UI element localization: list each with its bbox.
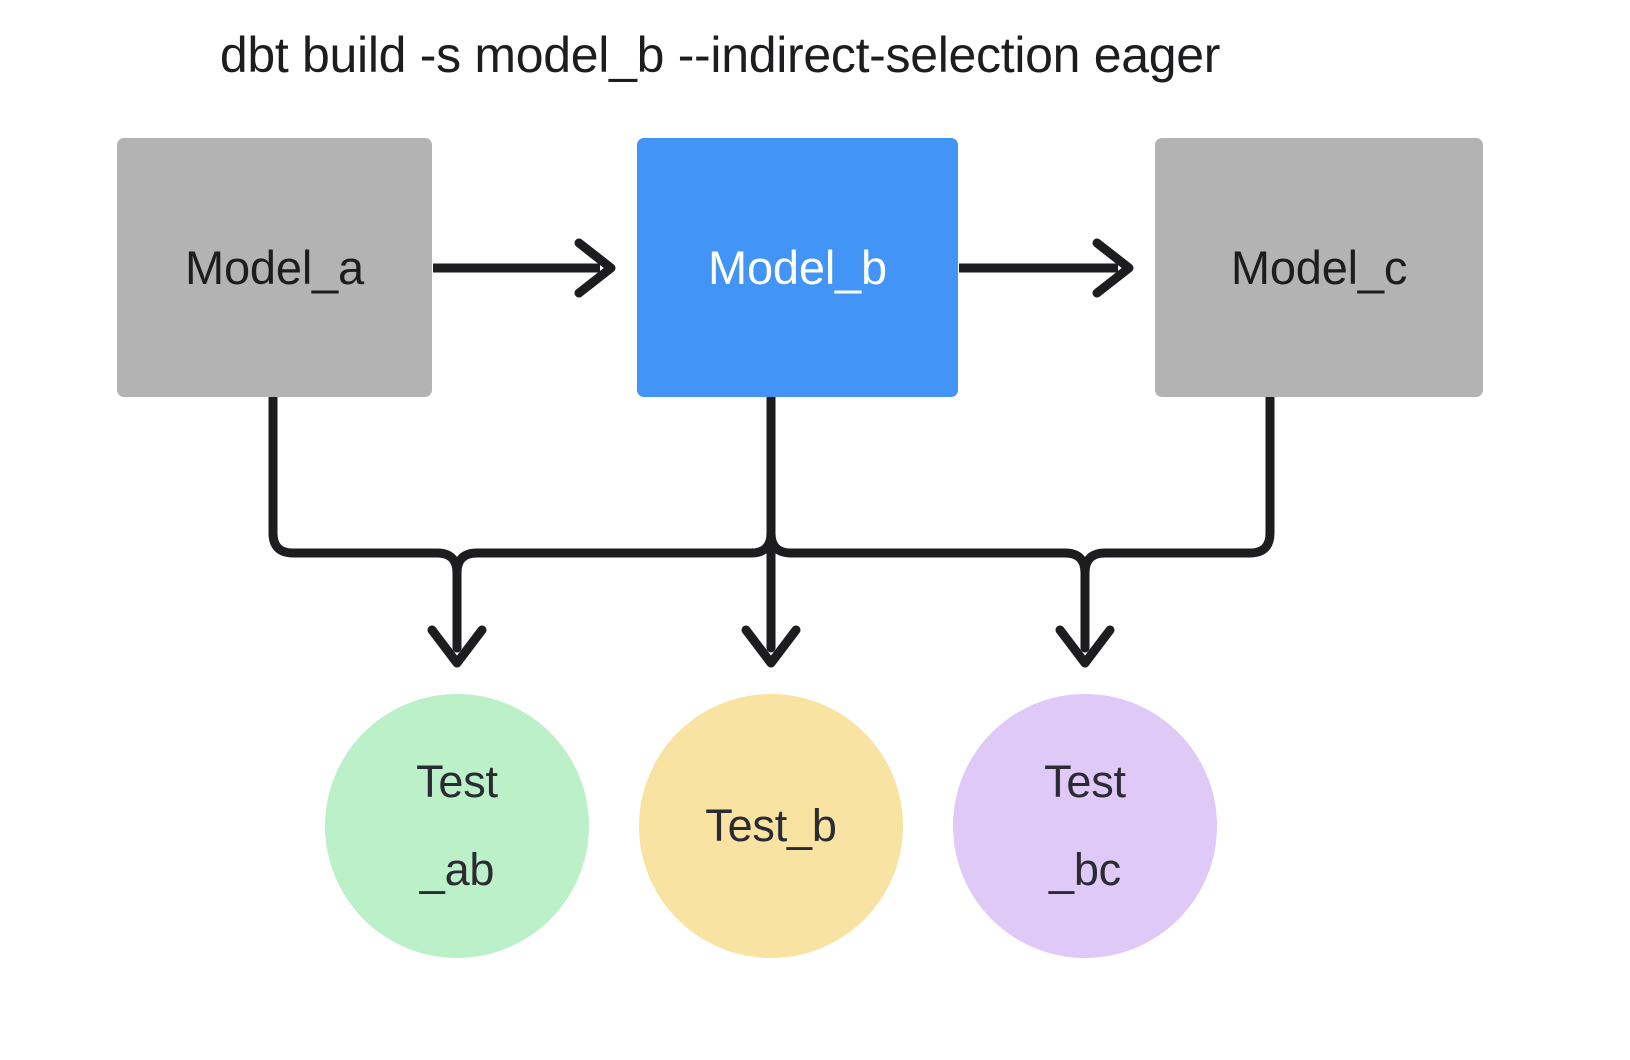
node-test-b-label-line1: Test_b [705, 800, 837, 852]
edge-model-b-to-test-ab [452, 393, 776, 653]
diagram-title: dbt build -s model_b --indirect-selectio… [219, 27, 1221, 83]
node-test-ab-label-line2: _ab [419, 844, 495, 895]
edge-model-a-to-test-ab [268, 393, 462, 653]
edge-model-b-to-model-c [959, 238, 1134, 298]
node-model-a-label: Model_a [185, 241, 364, 294]
node-model-c[interactable]: Model_c [1155, 138, 1483, 397]
arrowhead-test-ab [427, 625, 487, 668]
node-model-a[interactable]: Model_a [117, 138, 432, 397]
edge-model-a-to-model-b [433, 238, 616, 298]
node-model-b-label: Model_b [708, 241, 887, 294]
node-test-bc-label-line1: Test [1044, 756, 1126, 808]
edge-model-c-to-test-bc [1080, 393, 1275, 653]
node-test-ab-label-line1: Test [416, 756, 498, 808]
edge-model-b-to-test-b [741, 393, 801, 668]
node-test-ab[interactable]: Test _ab [325, 694, 589, 958]
edge-model-b-to-test-bc [766, 393, 1090, 653]
arrowhead-test-bc [1055, 625, 1115, 668]
node-test-b[interactable]: Test_b [639, 694, 903, 958]
node-test-bc[interactable]: Test _bc [953, 694, 1217, 958]
node-model-b[interactable]: Model_b [637, 138, 958, 397]
node-test-bc-label-line2: _bc [1049, 844, 1121, 895]
node-model-c-label: Model_c [1230, 241, 1408, 294]
